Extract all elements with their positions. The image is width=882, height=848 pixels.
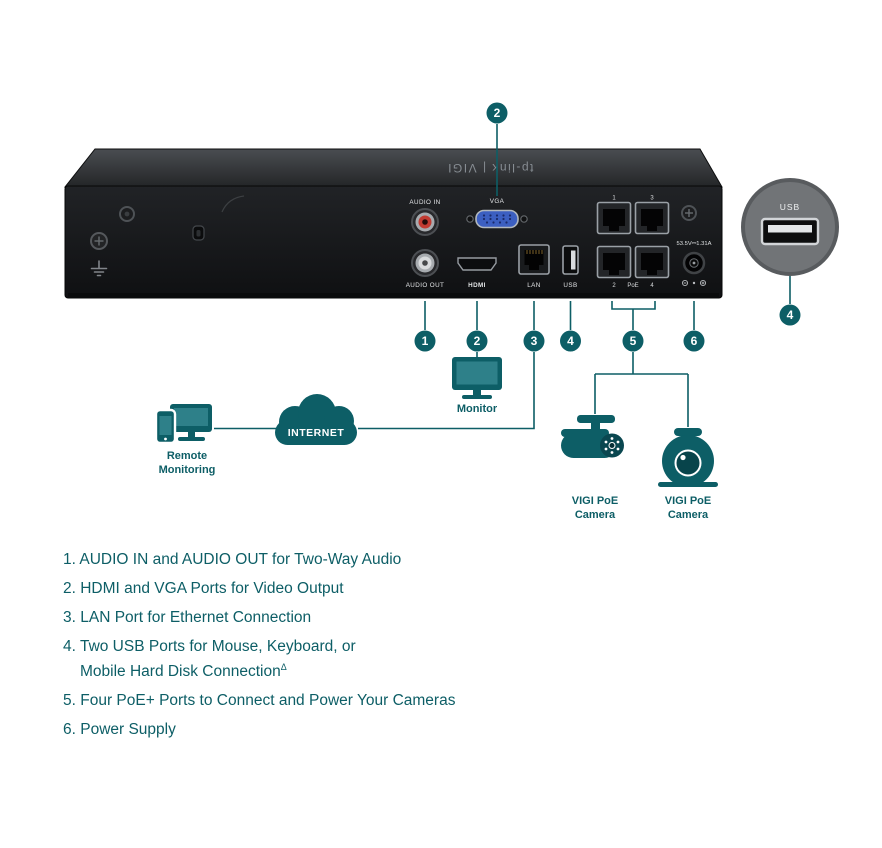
lan-label: LAN bbox=[527, 282, 541, 289]
callouts: 2 1 2 3 4 5 6 bbox=[414, 102, 705, 352]
vga-label: VGA bbox=[490, 198, 505, 205]
callout-4-number: 4 bbox=[567, 334, 574, 348]
audio-out-label: AUDIO OUT bbox=[406, 282, 445, 289]
callout-2-vga bbox=[486, 102, 508, 124]
audio-in-label: AUDIO IN bbox=[409, 199, 440, 206]
note-text: 4. Two USB Ports for Mouse, Keyboard, or bbox=[63, 638, 356, 655]
poe-bracket bbox=[611, 301, 656, 330]
note-item-4: 4. Two USB Ports for Mouse, Keyboard, or… bbox=[63, 636, 853, 682]
callout-6-power bbox=[683, 330, 705, 352]
chassis-screw bbox=[681, 205, 697, 221]
audio-out-port: AUDIO OUT bbox=[406, 249, 445, 289]
poe-port-4-label: 4 bbox=[650, 283, 654, 289]
chassis-screw bbox=[119, 206, 135, 222]
poe-group-label: PoE bbox=[627, 283, 638, 289]
usb-label: USB bbox=[563, 282, 577, 289]
camera2-label-line1: VIGI PoE bbox=[665, 495, 711, 507]
note-item-3: 3. LAN Port for Ethernet Connection bbox=[63, 607, 853, 628]
monitor-label: Monitor bbox=[457, 403, 498, 415]
audio-in-port: AUDIO IN bbox=[409, 199, 440, 236]
note-item-2: 2. HDMI and VGA Ports for Video Output bbox=[63, 578, 853, 599]
internet-cloud bbox=[275, 394, 357, 445]
poe-port-3-label: 3 bbox=[650, 196, 654, 202]
nvr-device: tp-link | VIGI bbox=[63, 148, 723, 299]
usb-zoom-bubble: USB 4 bbox=[741, 178, 839, 326]
hdmi-port: HDMI bbox=[457, 257, 497, 289]
note-text: 5. Four PoE+ Ports to Connect and Power … bbox=[63, 692, 456, 710]
callout-4-usb-zoom bbox=[779, 304, 801, 326]
callout-6-number: 6 bbox=[691, 334, 698, 348]
callout-2-hdmi bbox=[466, 330, 488, 352]
note-text: 3. LAN Port for Ethernet Connection bbox=[63, 609, 312, 626]
remote-label-line1: Remote bbox=[167, 450, 207, 462]
poe-port bbox=[634, 245, 670, 279]
callout-2-number: 2 bbox=[474, 334, 481, 348]
polarity-icon bbox=[681, 279, 707, 287]
bullet-camera-icon bbox=[561, 415, 624, 458]
camera1-label-line2: Camera bbox=[575, 509, 616, 521]
ground-symbol-icon bbox=[90, 260, 108, 277]
note-text: 6. Power Supply bbox=[63, 721, 176, 739]
nvr-ports-diagram: tp-link | VIGI bbox=[63, 102, 839, 521]
note-text: Mobile Hard Disk Connection bbox=[80, 663, 281, 681]
usb-zoom-label: USB bbox=[780, 202, 800, 212]
remote-monitoring-icon bbox=[154, 404, 212, 445]
poe-port-1-label: 1 bbox=[612, 196, 616, 202]
device-top-face bbox=[63, 148, 723, 188]
device-bottom-bezel bbox=[68, 293, 719, 298]
brand-logo: tp-link | VIGI bbox=[447, 161, 534, 175]
camera2-label-line2: Camera bbox=[668, 509, 709, 521]
callout-1-number: 1 bbox=[422, 334, 429, 348]
callout-1-audio bbox=[414, 330, 436, 352]
poe-port-2-label: 2 bbox=[612, 283, 616, 289]
internet-label: INTERNET bbox=[288, 427, 345, 439]
footnote-marker: Δ bbox=[280, 662, 287, 672]
vga-port: VGA bbox=[466, 198, 528, 229]
remote-label-line2: Monitoring bbox=[159, 464, 216, 476]
note-text: 2. HDMI and VGA Ports for Video Output bbox=[63, 580, 344, 597]
monitor-icon bbox=[452, 357, 502, 399]
chassis-screw bbox=[90, 232, 108, 250]
dome-camera-icon bbox=[658, 428, 718, 487]
callout-3-number: 3 bbox=[531, 334, 538, 348]
callout-4-zoom-number: 4 bbox=[787, 308, 794, 322]
callout-4-usb bbox=[560, 330, 581, 352]
lan-port: LAN bbox=[518, 244, 550, 289]
chassis-arc-detail bbox=[221, 195, 245, 213]
callout-5-poe bbox=[622, 330, 644, 352]
power-port: 53.5V⎓1.31A bbox=[677, 241, 712, 287]
connection-diagram: Monitor Remote Monitoring INTERNET bbox=[154, 352, 718, 521]
note-item-6: 6. Power Supply bbox=[63, 719, 853, 740]
note-item-1: 1. AUDIO IN and AUDIO OUT for Two-Way Au… bbox=[63, 549, 853, 570]
camera1-label-line1: VIGI PoE bbox=[572, 495, 618, 507]
poe-ports: 1 3 2 PoE 4 bbox=[596, 196, 670, 289]
note-text: 1. AUDIO IN and AUDIO OUT for Two-Way Au… bbox=[63, 551, 402, 568]
callout-2-vga-number: 2 bbox=[494, 106, 501, 120]
kensington-lock-icon bbox=[192, 225, 205, 241]
notes-list: 1. AUDIO IN and AUDIO OUT for Two-Way Au… bbox=[63, 549, 853, 748]
poe-port bbox=[596, 245, 632, 279]
callout-3-lan bbox=[523, 330, 545, 352]
poe-port bbox=[634, 201, 670, 235]
hdmi-label: HDMI bbox=[468, 282, 486, 289]
power-rating-label: 53.5V⎓1.31A bbox=[677, 241, 712, 247]
poe-port bbox=[596, 201, 632, 235]
note-item-5: 5. Four PoE+ Ports to Connect and Power … bbox=[63, 690, 853, 711]
callout-5-number: 5 bbox=[630, 334, 637, 348]
usb-port: USB bbox=[562, 245, 579, 289]
